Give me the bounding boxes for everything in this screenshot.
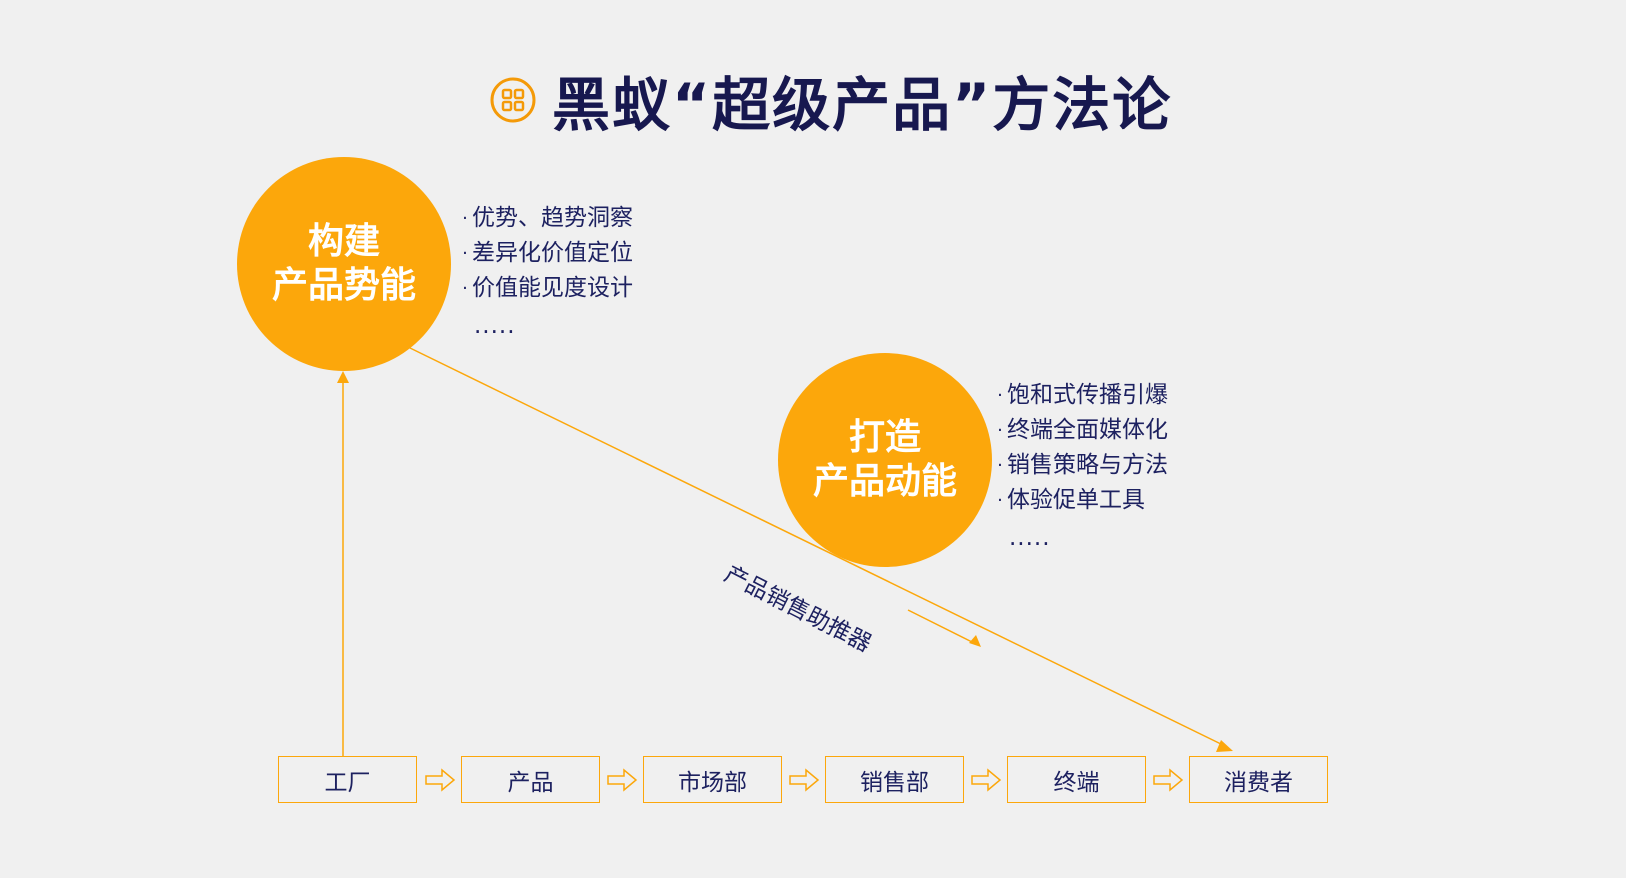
circle-create-kinetic: 打造 产品动能 bbox=[778, 353, 992, 567]
bullet-list-momentum: · 优势、趋势洞察 · 差异化价值定位 · 价值能见度设计 ..... bbox=[460, 201, 633, 346]
list-item: · 饱和式传播引爆 bbox=[995, 378, 1168, 413]
hollow-arrow-icon bbox=[789, 768, 820, 792]
list-item: · 优势、趋势洞察 bbox=[460, 201, 633, 236]
list-item-text: 优势、趋势洞察 bbox=[472, 205, 633, 231]
list-ellipsis: ..... bbox=[1009, 525, 1051, 551]
bullet-dot-icon: · bbox=[997, 490, 1003, 511]
hollow-arrow-icon bbox=[971, 768, 1002, 792]
circle-1-line-2: 产品势能 bbox=[271, 265, 416, 306]
up-arrowhead bbox=[337, 371, 349, 383]
list-ellipsis: ..... bbox=[474, 313, 516, 339]
hollow-arrow-icon bbox=[607, 768, 638, 792]
bullet-dot-icon: · bbox=[997, 455, 1003, 476]
title-bar: 黑蚁“超级产品”方法论 bbox=[490, 62, 1172, 139]
grid-icon bbox=[490, 77, 536, 123]
label-arrow-line bbox=[907, 609, 977, 645]
flow-step-marketing: 市场部 bbox=[643, 756, 782, 803]
hollow-arrow-icon bbox=[1153, 768, 1184, 792]
circle-build-momentum: 构建 产品势能 bbox=[237, 157, 451, 371]
consumer-arrowhead bbox=[1216, 740, 1233, 752]
list-item-text: 终端全面媒体化 bbox=[1007, 417, 1168, 443]
circle-2-line-1: 打造 bbox=[848, 417, 921, 458]
flow-step-factory: 工厂 bbox=[278, 756, 417, 803]
list-item: · 销售策略与方法 bbox=[995, 448, 1168, 483]
bullet-dot-icon: · bbox=[462, 243, 468, 264]
flow-step-sales: 销售部 bbox=[825, 756, 964, 803]
circle-1-line-1: 构建 bbox=[307, 221, 380, 262]
bullet-dot-icon: · bbox=[997, 420, 1003, 441]
list-item-text: 饱和式传播引爆 bbox=[1007, 382, 1168, 408]
list-item: · 差异化价值定位 bbox=[460, 236, 633, 271]
diagonal-line bbox=[407, 346, 1226, 747]
bullet-dot-icon: · bbox=[462, 278, 468, 299]
flow-step-terminal: 终端 bbox=[1007, 756, 1146, 803]
label-arrowhead bbox=[969, 635, 981, 647]
bullet-list-kinetic: · 饱和式传播引爆 · 终端全面媒体化 · 销售策略与方法 · 体验促单工具 .… bbox=[995, 378, 1168, 558]
list-item: · 终端全面媒体化 bbox=[995, 413, 1168, 448]
list-item-text: 体验促单工具 bbox=[1007, 487, 1145, 513]
flow-step-consumer: 消费者 bbox=[1189, 756, 1328, 803]
list-item-text: 价值能见度设计 bbox=[472, 275, 633, 301]
list-item-text: 差异化价值定位 bbox=[472, 240, 633, 266]
list-item-text: 销售策略与方法 bbox=[1007, 452, 1168, 478]
hollow-arrow-icon bbox=[425, 768, 456, 792]
bullet-dot-icon: · bbox=[997, 385, 1003, 406]
bullet-dot-icon: · bbox=[462, 208, 468, 229]
list-item: · 体验促单工具 bbox=[995, 483, 1168, 518]
list-item: · 价值能见度设计 bbox=[460, 271, 633, 306]
circle-2-line-2: 产品动能 bbox=[812, 461, 957, 502]
flow-step-product: 产品 bbox=[461, 756, 600, 803]
page-title: 黑蚁“超级产品”方法论 bbox=[552, 71, 1173, 139]
